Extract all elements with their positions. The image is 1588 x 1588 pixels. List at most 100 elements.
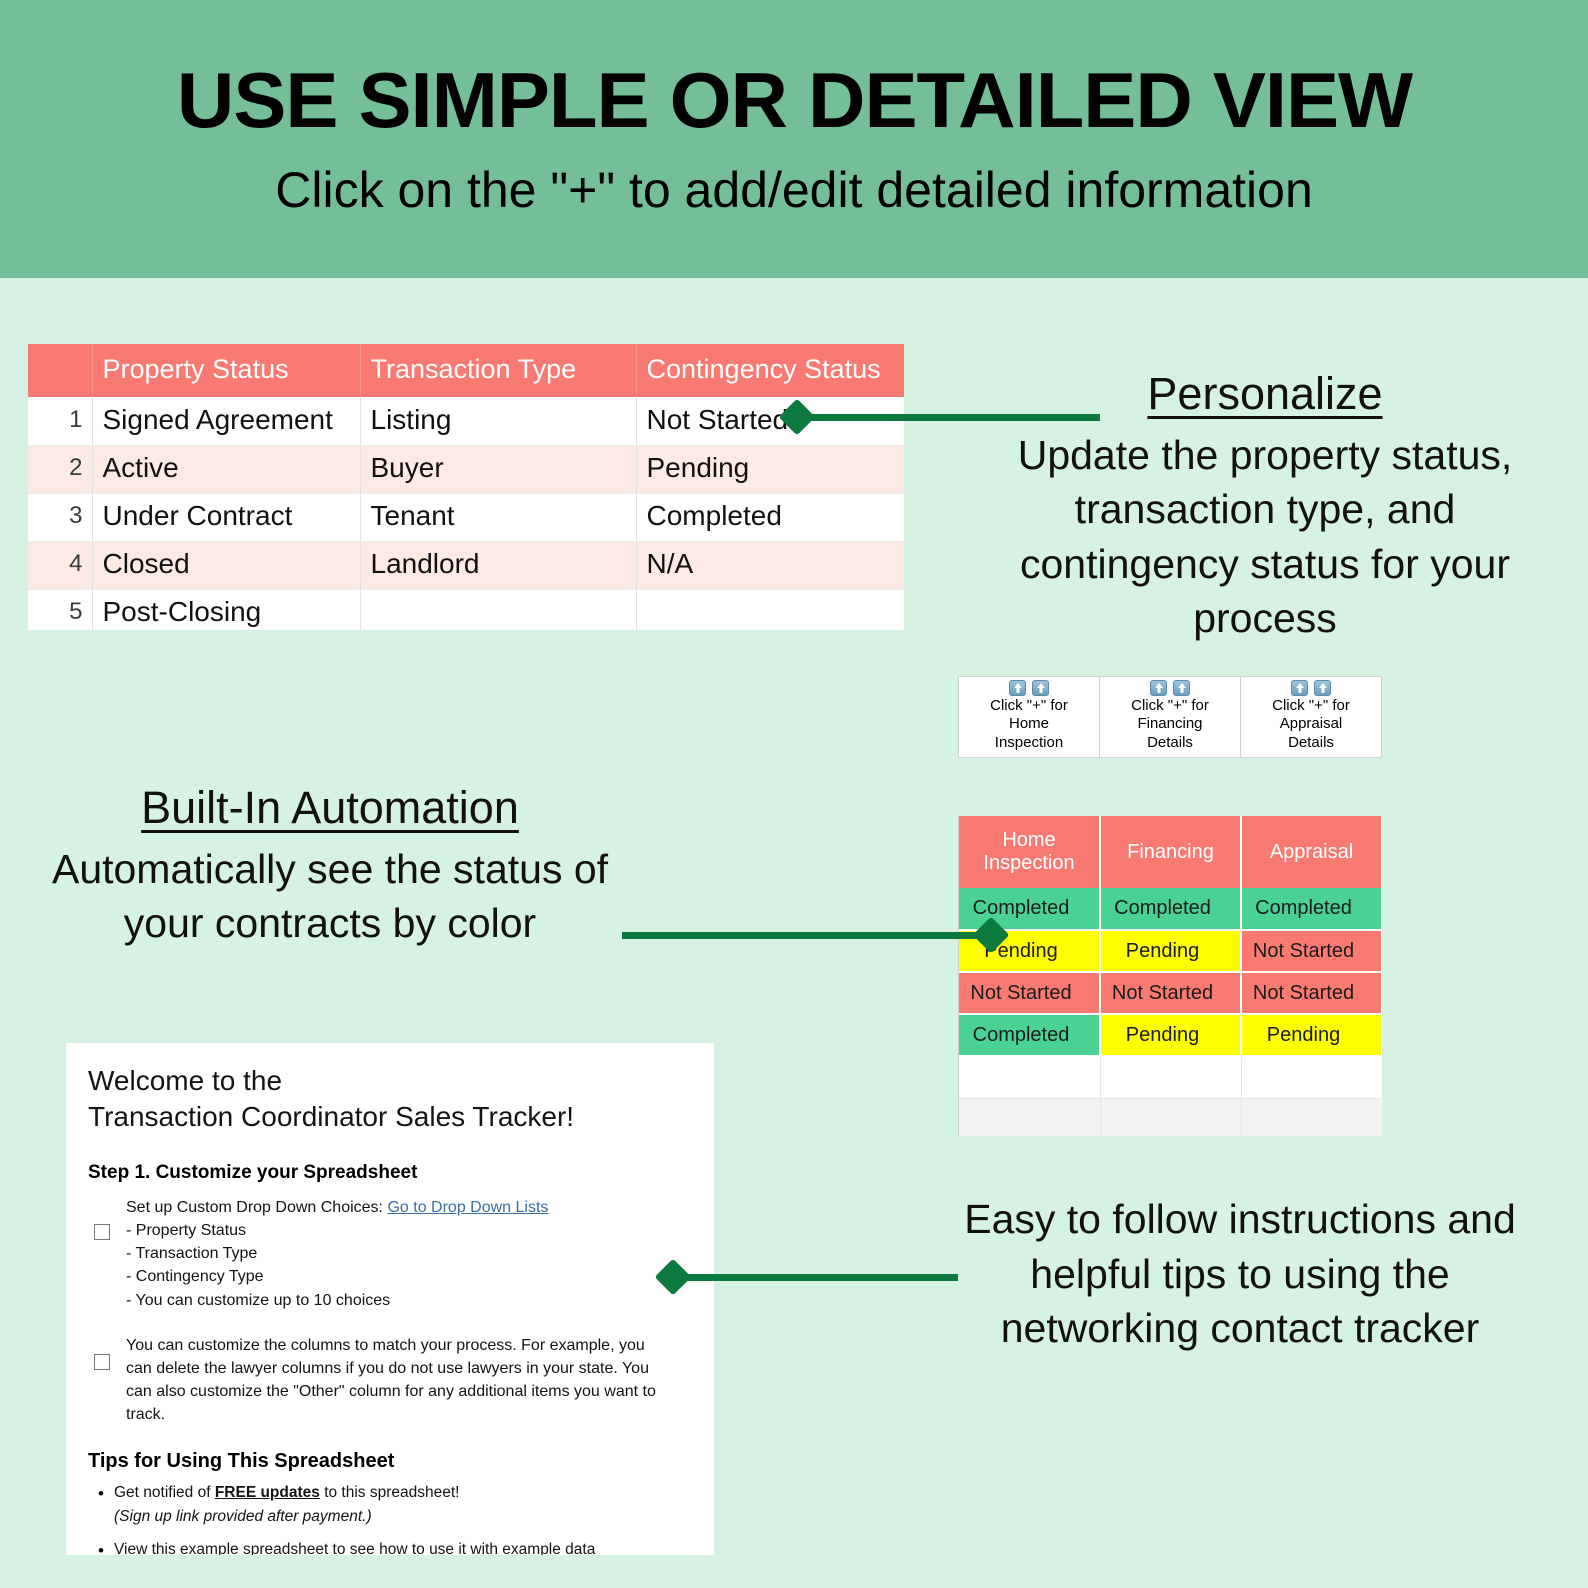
click-plus-cell-financing[interactable]: Click "+" for Financing Details: [1100, 677, 1241, 757]
status-cell-home-inspection[interactable]: Not Started: [959, 972, 1101, 1015]
table-row[interactable]: 4 Closed Landlord N/A: [28, 541, 904, 590]
icon-group: [1009, 680, 1049, 696]
status-cell-financing[interactable]: Not Started: [1100, 972, 1242, 1015]
status-row[interactable]: Pending Pending Not Started: [959, 930, 1382, 973]
status-cell-home-inspection[interactable]: Completed: [959, 888, 1101, 931]
cell-contingency-status[interactable]: Pending: [636, 445, 904, 494]
status-cell-appraisal[interactable]: Not Started: [1241, 930, 1382, 973]
cell-transaction-type[interactable]: Listing: [360, 397, 637, 446]
up-arrow-icon[interactable]: [1032, 680, 1049, 696]
status-table: Home Inspection Financing Appraisal Comp…: [959, 816, 1382, 1136]
status-row[interactable]: Completed Pending Pending: [959, 1014, 1382, 1057]
status-cell-appraisal[interactable]: Pending: [1241, 1014, 1382, 1057]
status-cell-financing[interactable]: [1100, 1056, 1242, 1099]
row-number: 2: [28, 445, 93, 494]
click-plus-line2: Home: [1008, 715, 1049, 733]
welcome-line-2: Transaction Coordinator Sales Tracker!: [88, 1101, 575, 1133]
status-header-row: Home Inspection Financing Appraisal: [959, 816, 1382, 888]
status-cell-appraisal[interactable]: [1241, 1098, 1382, 1136]
welcome-line-1: Welcome to the: [88, 1065, 283, 1096]
step1-bullet: - Transaction Type: [126, 1245, 258, 1263]
click-plus-line3: Details: [1288, 733, 1334, 751]
up-arrow-icon[interactable]: [1314, 680, 1331, 696]
table-row[interactable]: 3 Under Contract Tenant Completed: [28, 493, 904, 542]
status-cell-home-inspection[interactable]: [959, 1098, 1101, 1136]
checkbox-customize-columns[interactable]: [94, 1353, 110, 1370]
step1-note-block: You can customize the columns to match y…: [88, 1334, 688, 1427]
dropdown-lists-spreadsheet[interactable]: Property Status Transaction Type Conting…: [28, 344, 904, 630]
cell-property-status[interactable]: Active: [92, 445, 361, 494]
status-row[interactable]: Not Started Not Started Not Started: [959, 972, 1382, 1015]
status-cell-appraisal[interactable]: [1241, 1056, 1382, 1099]
cell-property-status[interactable]: Under Contract: [92, 493, 361, 542]
status-cell-appraisal[interactable]: Completed: [1241, 888, 1382, 931]
callout-instructions: Easy to follow instructions and helpful …: [940, 1192, 1540, 1356]
step1-heading: Step 1. Customize your Spreadsheet: [88, 1161, 418, 1183]
cell-transaction-type[interactable]: [360, 589, 637, 630]
cell-property-status[interactable]: Signed Agreement: [92, 397, 361, 446]
callout-automation: Built-In Automation Automatically see th…: [20, 782, 640, 951]
click-plus-line1: Click "+" for: [1272, 697, 1350, 714]
status-cell-home-inspection[interactable]: Completed: [959, 1014, 1101, 1057]
up-arrow-icon[interactable]: [1150, 680, 1167, 696]
status-row[interactable]: [959, 1056, 1382, 1099]
cell-contingency-status[interactable]: Completed: [636, 493, 904, 542]
connector-line-instructions: [676, 1274, 958, 1281]
status-cell-financing[interactable]: Pending: [1100, 930, 1242, 973]
connector-line-personalize: [800, 414, 1100, 421]
step1-bullet: - Property Status: [126, 1221, 247, 1239]
table-row[interactable]: 1 Signed Agreement Listing Not Started: [28, 397, 904, 446]
step1-intro-line: Set up Custom Drop Down Choices: Go to D…: [126, 1196, 548, 1219]
row-number-header: [28, 344, 93, 397]
column-header-contingency-status[interactable]: Contingency Status: [636, 344, 904, 397]
callout-automation-title: Built-In Automation: [141, 782, 519, 833]
page-subtitle: Click on the "+" to add/edit detailed in…: [275, 162, 1313, 219]
up-arrow-icon[interactable]: [1173, 680, 1190, 696]
table-row[interactable]: 5 Post-Closing: [28, 589, 904, 630]
column-header-transaction-type[interactable]: Transaction Type: [360, 344, 637, 397]
status-cell-financing[interactable]: Completed: [1100, 888, 1242, 931]
cell-property-status[interactable]: Post-Closing: [92, 589, 361, 630]
cell-contingency-status[interactable]: [636, 589, 904, 630]
step1-block: Set up Custom Drop Down Choices: Go to D…: [88, 1196, 688, 1312]
callout-automation-body: Automatically see the status of your con…: [51, 845, 609, 947]
status-cell-appraisal[interactable]: Not Started: [1241, 972, 1382, 1015]
table-row[interactable]: 2 Active Buyer Pending: [28, 445, 904, 494]
list-item: • View this example spreadsheet to see h…: [88, 1538, 688, 1555]
click-plus-cell-appraisal[interactable]: Click "+" for Appraisal Details: [1241, 677, 1381, 757]
click-plus-line1: Click "+" for: [990, 697, 1068, 714]
cell-transaction-type[interactable]: Tenant: [360, 493, 637, 542]
cell-transaction-type[interactable]: Buyer: [360, 445, 637, 494]
status-cell-financing[interactable]: [1100, 1098, 1242, 1136]
up-arrow-icon[interactable]: [1291, 680, 1308, 696]
status-row[interactable]: [959, 1098, 1382, 1136]
click-plus-header-strip[interactable]: Click "+" for Home Inspection Click "+" …: [958, 676, 1382, 758]
up-arrow-icon[interactable]: [1009, 680, 1026, 696]
column-header-property-status[interactable]: Property Status: [92, 344, 361, 397]
click-plus-cell-home-inspection[interactable]: Click "+" for Home Inspection: [959, 677, 1100, 757]
drop-down-lists-link[interactable]: Go to Drop Down Lists: [387, 1198, 549, 1216]
row-number: 4: [28, 541, 93, 590]
contingency-status-spreadsheet[interactable]: Home Inspection Financing Appraisal Comp…: [958, 816, 1382, 1136]
column-header-appraisal[interactable]: Appraisal: [1241, 816, 1382, 888]
click-plus-line1: Click "+" for: [1131, 697, 1209, 714]
column-header-financing[interactable]: Financing: [1100, 816, 1242, 888]
status-cell-financing[interactable]: Pending: [1100, 1014, 1242, 1057]
status-cell-home-inspection[interactable]: [959, 1056, 1101, 1099]
column-header-home-inspection[interactable]: Home Inspection: [959, 816, 1101, 888]
status-row[interactable]: Completed Completed Completed: [959, 888, 1382, 931]
click-plus-line3: Details: [1147, 733, 1193, 751]
page-title: USE SIMPLE OR DETAILED VIEW: [176, 55, 1412, 144]
click-plus-line2: Financing: [1137, 715, 1203, 733]
welcome-instructions-panel[interactable]: Welcome to the Transaction Coordinator S…: [66, 1043, 714, 1555]
cell-transaction-type[interactable]: Landlord: [360, 541, 637, 590]
cell-contingency-status[interactable]: Not Started: [636, 397, 904, 446]
cell-contingency-status[interactable]: N/A: [636, 541, 904, 590]
bullet-icon: •: [98, 1540, 104, 1555]
callout-instructions-body: Easy to follow instructions and helpful …: [964, 1196, 1516, 1352]
cell-property-status[interactable]: Closed: [92, 541, 361, 590]
tips-list: • Get notified of FREE updates to this s…: [88, 1481, 688, 1555]
checkbox-step1[interactable]: [94, 1223, 110, 1240]
tip-text-post: to this spreadsheet!: [319, 1484, 460, 1502]
